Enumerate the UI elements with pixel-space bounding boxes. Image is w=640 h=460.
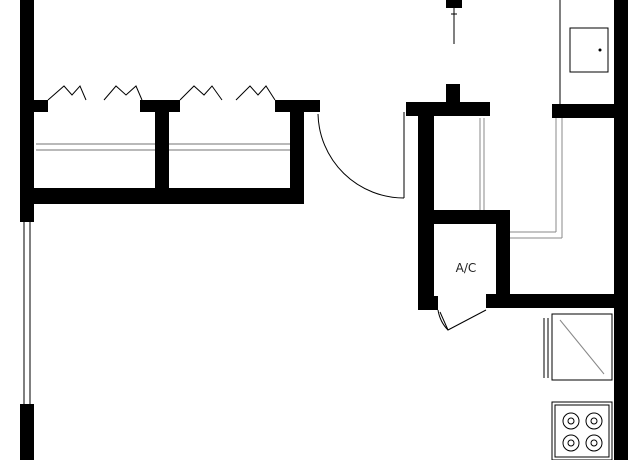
left-window	[23, 222, 31, 404]
ac-closet-door	[437, 309, 487, 331]
closet-shelf	[36, 143, 290, 151]
swing-door	[317, 112, 405, 199]
closet-hangers	[47, 85, 276, 101]
right-exterior-wall	[614, 0, 628, 460]
range	[551, 401, 613, 460]
bath-wall	[552, 104, 614, 118]
refrigerator	[543, 313, 613, 381]
center-walls	[406, 84, 614, 310]
left-exterior-wall	[20, 0, 34, 460]
shower-valve	[446, 0, 462, 44]
ac-closet: A/C	[456, 261, 477, 275]
ac-closet-label: A/C	[456, 261, 477, 275]
sink	[559, 0, 609, 104]
plumbing-chase	[479, 118, 563, 239]
closet-walls	[34, 100, 320, 204]
